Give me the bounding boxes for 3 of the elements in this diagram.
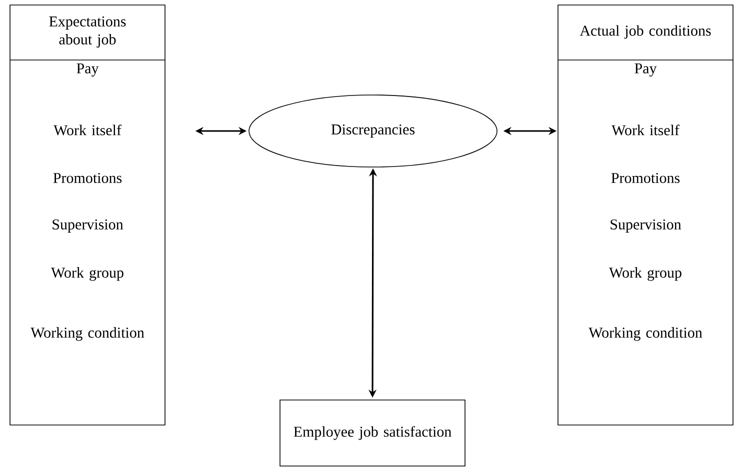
list-box: Actual job conditions Pay Work itself Promotions Supervision Work group Working condition <box>558 4 734 426</box>
process-box: Employee job satisfaction <box>280 400 466 466</box>
list-box: Expectations about job Pay Work itself Promotions Supervision Work group Working condition <box>10 4 166 426</box>
